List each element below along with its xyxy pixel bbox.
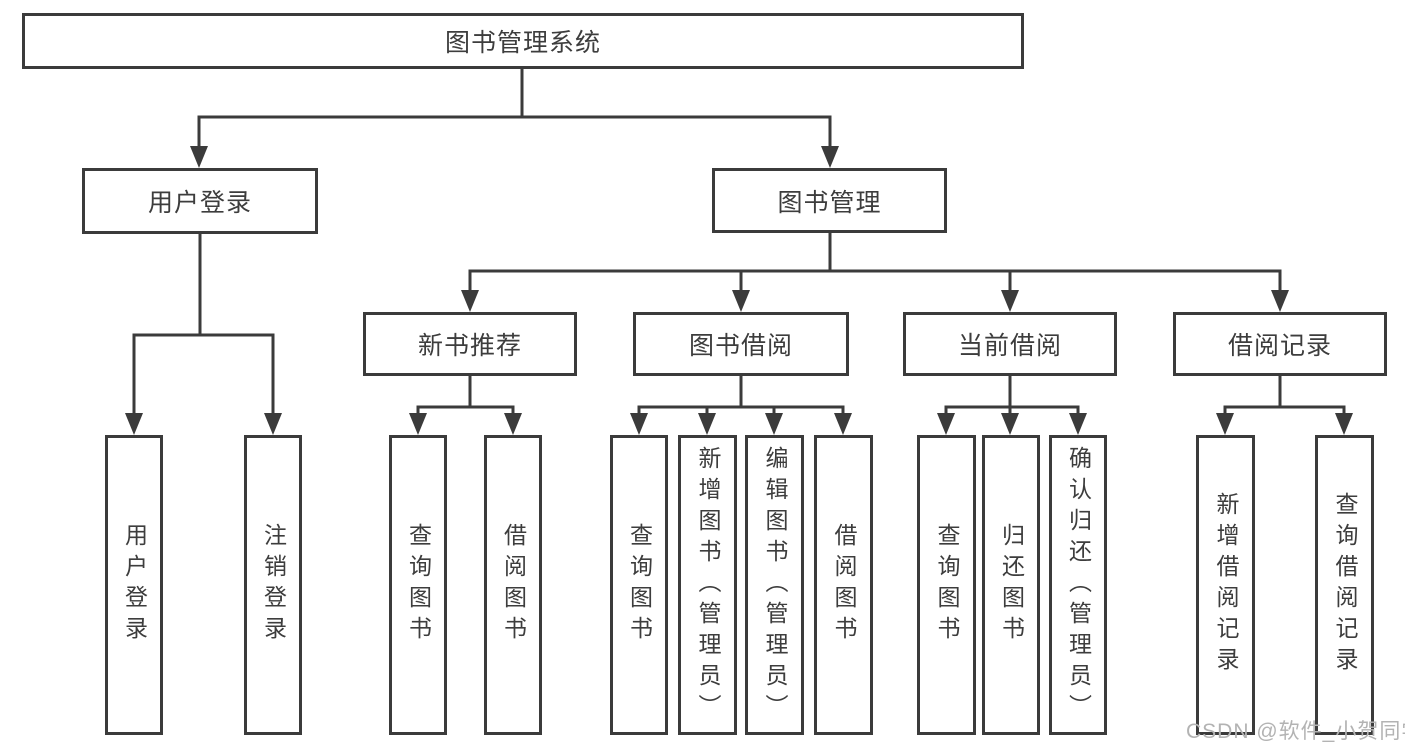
- node-label: 用户登录: [147, 189, 252, 217]
- node-label: 图书管理: [777, 188, 882, 217]
- node-label: 编辑图书（管理员）: [762, 445, 788, 725]
- node-label: 新书推荐: [417, 332, 522, 360]
- leaf-borrow-books-recommend: 借阅图书: [484, 435, 542, 735]
- arrowheads: [125, 146, 1353, 435]
- node-book-management: 图书管理: [712, 168, 947, 233]
- leaf-query-borrow-record: 查询借阅记录: [1315, 435, 1374, 735]
- node-label: 查询图书: [626, 523, 653, 647]
- node-label: 查询图书: [934, 523, 960, 647]
- node-label: 借阅图书: [500, 523, 527, 647]
- node-label: 图书管理系统: [444, 29, 601, 57]
- node-label: 注销登录: [260, 523, 287, 647]
- leaf-query-books-borrow: 查询图书: [610, 435, 668, 735]
- leaf-confirm-return-admin: 确认归还（管理员）: [1049, 435, 1107, 735]
- node-new-book-recommend: 新书推荐: [363, 312, 577, 376]
- leaf-add-borrow-record: 新增借阅记录: [1196, 435, 1255, 735]
- node-current-borrowing: 当前借阅: [903, 312, 1117, 376]
- watermark: CSDN @软件_小贺同学: [1186, 720, 1405, 743]
- node-label: 用户登录: [121, 523, 148, 647]
- node-label: 新增图书（管理员）: [695, 445, 721, 725]
- node-user-login: 用户登录: [82, 168, 318, 234]
- leaf-query-books-recommend: 查询图书: [389, 435, 447, 735]
- node-label: 借阅图书: [831, 523, 857, 647]
- node-label: 图书借阅: [688, 332, 793, 360]
- node-label: 当前借阅: [957, 332, 1062, 360]
- node-label: 查询图书: [405, 523, 432, 647]
- node-label: 查询借阅记录: [1332, 492, 1358, 678]
- leaf-borrow-books: 借阅图书: [814, 435, 873, 735]
- leaf-return-books: 归还图书: [982, 435, 1040, 735]
- leaf-user-login: 用户登录: [105, 435, 163, 735]
- leaf-query-books-current: 查询图书: [917, 435, 976, 735]
- node-book-borrowing: 图书借阅: [633, 312, 849, 376]
- node-label: 借阅记录: [1227, 332, 1332, 360]
- node-borrowing-records: 借阅记录: [1173, 312, 1387, 376]
- leaf-add-books-admin: 新增图书（管理员）: [678, 435, 737, 735]
- node-label: 归还图书: [998, 523, 1025, 647]
- node-label: 确认归还（管理员）: [1065, 445, 1092, 725]
- leaf-edit-books-admin: 编辑图书（管理员）: [745, 435, 804, 735]
- node-label: 新增借阅记录: [1213, 492, 1239, 678]
- node-library-system: 图书管理系统: [22, 13, 1024, 69]
- leaf-logout: 注销登录: [244, 435, 302, 735]
